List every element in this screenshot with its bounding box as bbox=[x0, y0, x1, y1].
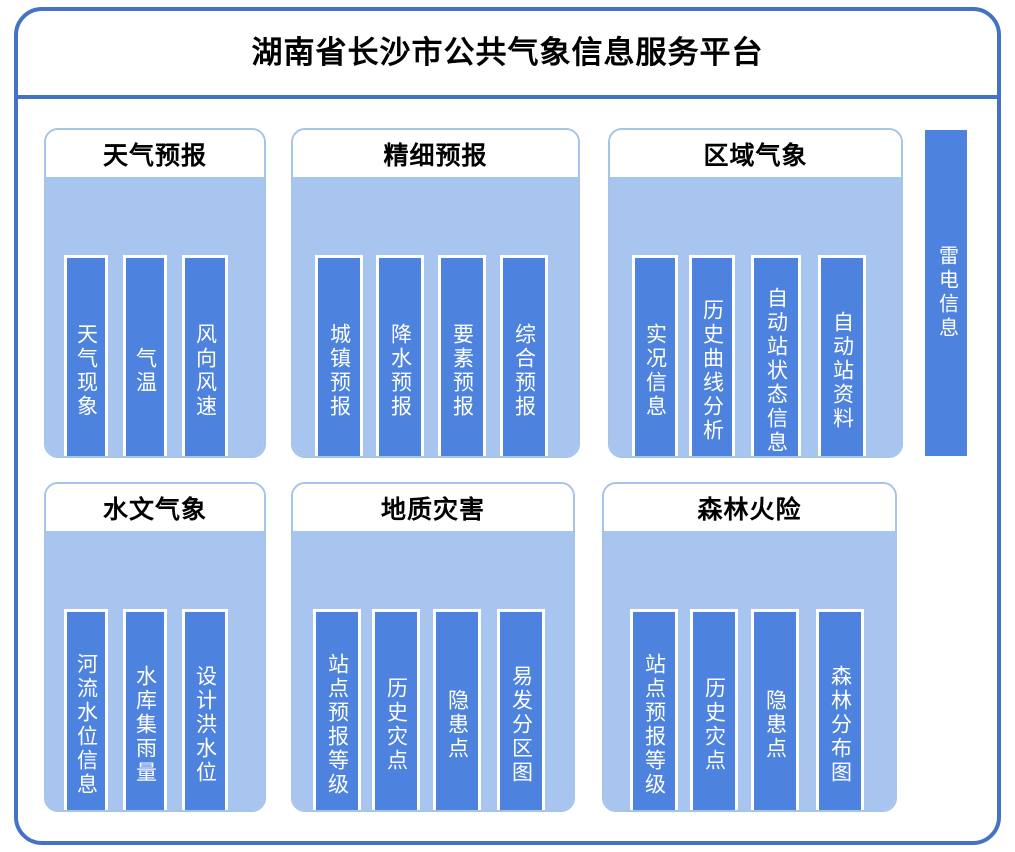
panel-fine-forecast[interactable]: 精细预报 城镇预报 降水预报 要素预报 综合预报 bbox=[291, 128, 580, 458]
bar-label: 历史灾点 bbox=[384, 677, 408, 773]
bar-label: 站点预报等级 bbox=[325, 653, 349, 797]
panel-header-geological-disaster: 地质灾害 bbox=[293, 484, 573, 531]
bar-label: 河流水位信息 bbox=[74, 653, 98, 797]
bar-station-forecast-level[interactable]: 站点预报等级 bbox=[313, 609, 361, 810]
panel-title: 水文气象 bbox=[102, 495, 207, 524]
title-divider bbox=[18, 95, 997, 99]
bar-lightning-info[interactable]: 雷电信息 bbox=[925, 130, 967, 456]
panel-body-hydro-meteorology: 河流水位信息 水库集雨量 设计洪水位 bbox=[46, 531, 264, 810]
bar-town-forecast[interactable]: 城镇预报 bbox=[315, 255, 363, 456]
panel-header-forest-fire-risk: 森林火险 bbox=[604, 484, 895, 531]
panel-body-fine-forecast: 城镇预报 降水预报 要素预报 综合预报 bbox=[293, 177, 578, 456]
bar-label: 历史灾点 bbox=[702, 677, 726, 773]
bar-wind-direction-speed[interactable]: 风向风速 bbox=[182, 255, 228, 456]
panel-body-regional-meteorology: 实况信息 历史曲线分析 自动站状态信息 自动站资料 bbox=[610, 177, 901, 456]
panel-body-geological-disaster: 站点预报等级 历史灾点 隐患点 易发分区图 bbox=[293, 531, 573, 810]
panel-header-hydro-meteorology: 水文气象 bbox=[46, 484, 264, 531]
bar-label: 实况信息 bbox=[643, 323, 667, 419]
bar-label: 历史曲线分析 bbox=[700, 299, 724, 443]
bar-label: 天气现象 bbox=[74, 323, 98, 419]
bar-label: 城镇预报 bbox=[327, 323, 351, 419]
bar-susceptibility-zoning-map[interactable]: 易发分区图 bbox=[497, 609, 545, 810]
bar-auto-station-data[interactable]: 自动站资料 bbox=[818, 255, 866, 456]
bar-auto-station-status-info[interactable]: 自动站状态信息 bbox=[751, 255, 801, 456]
bar-label: 降水预报 bbox=[388, 323, 412, 419]
bar-label: 自动站状态信息 bbox=[764, 287, 788, 455]
bar-temperature[interactable]: 气温 bbox=[123, 255, 167, 456]
panel-hydro-meteorology[interactable]: 水文气象 河流水位信息 水库集雨量 设计洪水位 bbox=[44, 482, 266, 812]
panel-geological-disaster[interactable]: 地质灾害 站点预报等级 历史灾点 隐患点 易发分区图 bbox=[291, 482, 575, 812]
panel-header-regional-meteorology: 区域气象 bbox=[610, 130, 901, 177]
bar-historic-disaster-points[interactable]: 历史灾点 bbox=[372, 609, 420, 810]
bar-design-flood-level[interactable]: 设计洪水位 bbox=[182, 609, 228, 810]
panel-title: 地质灾害 bbox=[380, 495, 485, 524]
bar-comprehensive-forecast[interactable]: 综合预报 bbox=[500, 255, 548, 456]
panel-header-fine-forecast: 精细预报 bbox=[293, 130, 578, 177]
panel-header-weather-forecast: 天气预报 bbox=[46, 130, 264, 177]
bar-historic-disaster-points[interactable]: 历史灾点 bbox=[690, 609, 738, 810]
bar-label: 水库集雨量 bbox=[133, 665, 157, 785]
bar-weather-phenomena[interactable]: 天气现象 bbox=[64, 255, 108, 456]
bar-reservoir-rainfall[interactable]: 水库集雨量 bbox=[123, 609, 167, 810]
page-title: 湖南省长沙市公共气象信息服务平台 bbox=[251, 35, 764, 70]
bar-hazard-points[interactable]: 隐患点 bbox=[751, 609, 799, 810]
bar-history-curve-analysis[interactable]: 历史曲线分析 bbox=[689, 255, 735, 456]
bar-label: 站点预报等级 bbox=[642, 653, 666, 797]
panel-title: 森林火险 bbox=[697, 495, 802, 524]
bar-river-water-level-info[interactable]: 河流水位信息 bbox=[64, 609, 108, 810]
bar-label: 自动站资料 bbox=[830, 311, 854, 431]
panel-title: 精细预报 bbox=[383, 141, 488, 170]
bar-label: 气温 bbox=[133, 347, 157, 395]
panel-title: 天气预报 bbox=[102, 141, 207, 170]
bar-station-forecast-level[interactable]: 站点预报等级 bbox=[630, 609, 678, 810]
bar-label: 综合预报 bbox=[512, 323, 536, 419]
panel-title: 区域气象 bbox=[703, 141, 808, 170]
bar-label: 易发分区图 bbox=[509, 665, 533, 785]
bar-label: 雷电信息 bbox=[935, 245, 958, 341]
platform-outer-frame bbox=[14, 7, 1001, 845]
panel-weather-forecast[interactable]: 天气预报 天气现象 气温 风向风速 bbox=[44, 128, 266, 458]
bar-live-information[interactable]: 实况信息 bbox=[632, 255, 678, 456]
bar-label: 风向风速 bbox=[193, 323, 217, 419]
bar-label: 设计洪水位 bbox=[193, 665, 217, 785]
bar-label: 隐患点 bbox=[763, 689, 787, 761]
panel-body-weather-forecast: 天气现象 气温 风向风速 bbox=[46, 177, 264, 456]
panel-forest-fire-risk[interactable]: 森林火险 站点预报等级 历史灾点 隐患点 森林分布图 bbox=[602, 482, 897, 812]
panel-body-forest-fire-risk: 站点预报等级 历史灾点 隐患点 森林分布图 bbox=[604, 531, 895, 810]
panel-regional-meteorology[interactable]: 区域气象 实况信息 历史曲线分析 自动站状态信息 自动站资料 bbox=[608, 128, 903, 458]
bar-label: 隐患点 bbox=[445, 689, 469, 761]
bar-hazard-points[interactable]: 隐患点 bbox=[433, 609, 481, 810]
bar-forest-distribution-map[interactable]: 森林分布图 bbox=[816, 609, 864, 810]
bar-label: 要素预报 bbox=[450, 323, 474, 419]
bar-label: 森林分布图 bbox=[828, 665, 852, 785]
bar-precipitation-forecast[interactable]: 降水预报 bbox=[376, 255, 424, 456]
bar-element-forecast[interactable]: 要素预报 bbox=[438, 255, 486, 456]
